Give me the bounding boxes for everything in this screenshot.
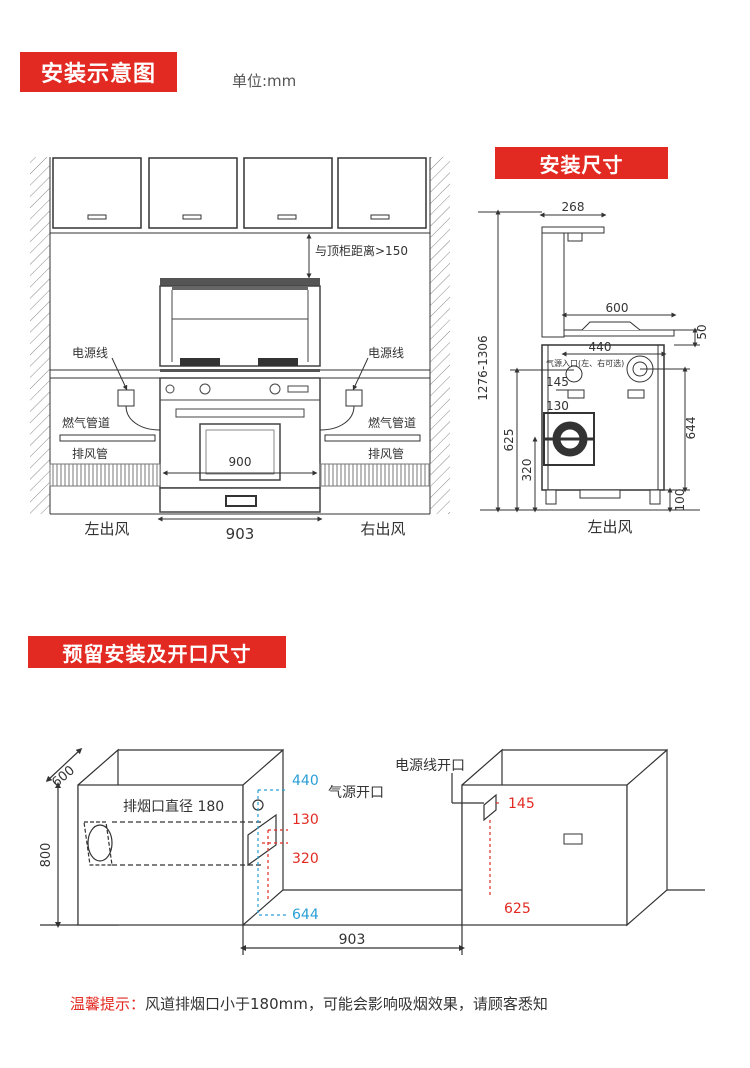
opening-guides <box>257 789 500 916</box>
svg-text:气源入口(左、右可选): 气源入口(左、右可选) <box>546 358 624 368</box>
right-wall <box>430 157 450 514</box>
left-outlet-label: 左出风 <box>84 520 129 538</box>
warm-tip-text: 风道排烟口小于180mm，可能会影响吸烟效果，请顾客悉知 <box>145 995 548 1013</box>
section-title-install-size: 安装尺寸 <box>495 147 668 179</box>
gas-label-left: 燃气管道 <box>62 415 110 430</box>
install-schematic: 与顶柜距离>150 <box>30 157 450 543</box>
power-outlet-right <box>345 389 363 407</box>
exhaust-duct-right <box>319 463 431 487</box>
svg-text:电源线开口: 电源线开口 <box>395 758 465 774</box>
exhaust-label-right: 排风管 <box>368 446 404 461</box>
svg-text:644: 644 <box>684 417 698 440</box>
warm-tip-label: 温馨提示： <box>70 995 146 1013</box>
side-view <box>478 209 700 513</box>
svg-text:左出风: 左出风 <box>587 518 632 536</box>
inner-width-label: 900 <box>229 455 252 469</box>
svg-text:320: 320 <box>520 459 534 482</box>
svg-text:440: 440 <box>589 340 612 354</box>
svg-text:600: 600 <box>606 301 629 315</box>
power-outlet-left <box>117 389 135 407</box>
svg-text:排烟口直径 180: 排烟口直径 180 <box>123 798 224 815</box>
exhaust-duct-left <box>49 463 161 487</box>
svg-text:600: 600 <box>49 763 78 790</box>
svg-text:100: 100 <box>673 489 687 512</box>
svg-text:644: 644 <box>292 907 319 923</box>
opening-diagram <box>40 747 705 955</box>
svg-text:气源开口: 气源开口 <box>328 785 384 801</box>
svg-text:625: 625 <box>502 429 516 452</box>
section-title-install-diagram: 安装示意图 <box>20 52 177 92</box>
svg-text:145: 145 <box>508 796 535 812</box>
power-label-right: 电源线 <box>368 346 404 360</box>
total-width-label: 903 <box>226 525 255 543</box>
svg-text:268: 268 <box>562 200 585 214</box>
svg-text:320: 320 <box>292 851 319 867</box>
unit-label: 单位:mm <box>232 72 297 90</box>
upper-cabinets <box>52 157 427 229</box>
power-label-left: 电源线 <box>72 346 108 360</box>
svg-text:1276-1306: 1276-1306 <box>476 335 490 400</box>
section-title-reserved-opening: 预留安装及开口尺寸 <box>28 636 286 668</box>
right-outlet-label: 右出风 <box>360 520 405 538</box>
top-clearance-label: 与顶柜距离>150 <box>315 243 408 258</box>
svg-text:800: 800 <box>39 843 54 868</box>
warm-tip: 温馨提示：风道排烟口小于180mm，可能会影响吸烟效果，请顾客悉知 <box>70 993 548 1014</box>
svg-text:625: 625 <box>504 901 531 917</box>
svg-text:903: 903 <box>339 932 366 948</box>
svg-text:440: 440 <box>292 773 319 789</box>
svg-text:130: 130 <box>292 812 319 828</box>
left-wall <box>30 157 50 514</box>
integrated-stove-hood <box>159 278 321 367</box>
exhaust-label-left: 排风管 <box>72 446 108 461</box>
integrated-stove-body <box>159 377 321 513</box>
svg-text:130: 130 <box>546 399 569 413</box>
svg-text:50: 50 <box>695 324 709 339</box>
gas-label-right: 燃气管道 <box>368 415 416 430</box>
svg-text:145: 145 <box>546 375 569 389</box>
side-view-labels: 268 600 50 440 气源入口(左、右可选) 145 130 625 3… <box>476 200 709 536</box>
